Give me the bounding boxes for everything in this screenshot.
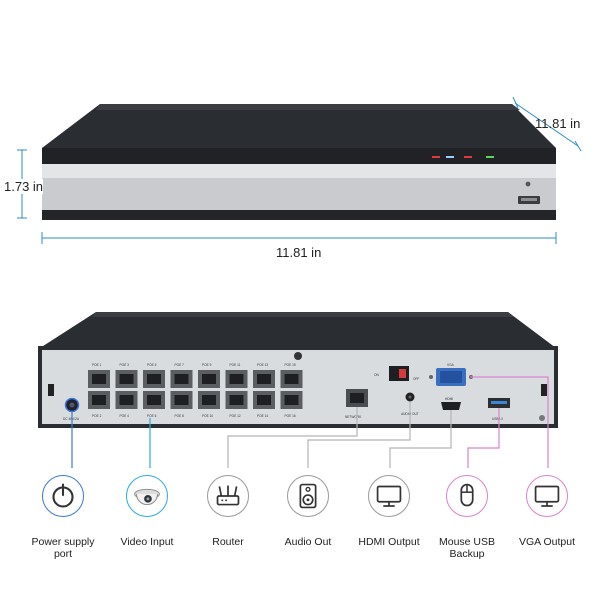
poe-port-label: POE 9 <box>202 363 212 367</box>
svg-text:ON: ON <box>374 373 379 377</box>
height-dimension: 1.73 in <box>4 179 44 194</box>
router-icon <box>216 485 240 506</box>
svg-text:NETWORK: NETWORK <box>345 415 362 419</box>
svg-text:VGA: VGA <box>447 363 455 367</box>
speaker-icon <box>299 483 317 509</box>
speaker-port-circle <box>287 475 329 517</box>
poe-port-label: POE 3 <box>120 363 130 367</box>
poe-port-label: POE 8 <box>175 414 185 418</box>
port-label: Router <box>212 536 244 548</box>
poe-port-label: POE 4 <box>120 414 130 418</box>
poe-port-label: POE 16 <box>285 414 296 418</box>
poe-port-label: POE 14 <box>257 414 268 418</box>
poe-port-label: POE 11 <box>230 363 241 367</box>
port-label: Mouse USB Backup <box>438 536 496 560</box>
poe-port-label: POE 15 <box>285 363 296 367</box>
monitor-icon <box>534 485 560 507</box>
svg-text:USB2.0: USB2.0 <box>492 417 503 421</box>
monitor-port-circle <box>526 475 568 517</box>
width-dimension: 11.81 in <box>276 245 322 260</box>
poe-port-label: POE 10 <box>202 414 213 418</box>
dome-camera-icon <box>134 488 160 505</box>
poe-port-label: POE 12 <box>230 414 241 418</box>
port-label: HDMI Output <box>358 536 420 548</box>
port-label: Video Input <box>120 536 174 548</box>
monitor-port-circle <box>368 475 410 517</box>
mouse-icon <box>460 483 474 507</box>
nvr-front-view <box>17 96 582 244</box>
power-icon <box>52 483 74 508</box>
router-port-circle <box>207 475 249 517</box>
poe-port-label: POE 6 <box>147 414 157 418</box>
port-label: Audio Out <box>284 536 332 548</box>
port-label: VGA Output <box>518 536 576 548</box>
poe-port-label: POE 13 <box>257 363 268 367</box>
svg-text:HDMI: HDMI <box>445 397 453 401</box>
mouse-port-circle <box>446 475 488 517</box>
poe-port-label: POE 1 <box>92 363 102 367</box>
nvr-rear-view: POE 1 POE 3 POE 5 POE 7 POE 9 POE 11 POE 13 POE… <box>38 312 558 428</box>
svg-text:OFF: OFF <box>413 377 419 381</box>
dome-camera-port-circle <box>126 475 168 517</box>
poe-port-label: POE 5 <box>147 363 157 367</box>
port-label: Power supply port <box>31 536 95 560</box>
depth-dimension: 11.81 in <box>535 116 581 131</box>
poe-port-label: POE 2 <box>92 414 102 418</box>
poe-port-label: POE 7 <box>175 363 185 367</box>
power-port-circle <box>42 475 84 517</box>
monitor-icon <box>376 485 402 507</box>
